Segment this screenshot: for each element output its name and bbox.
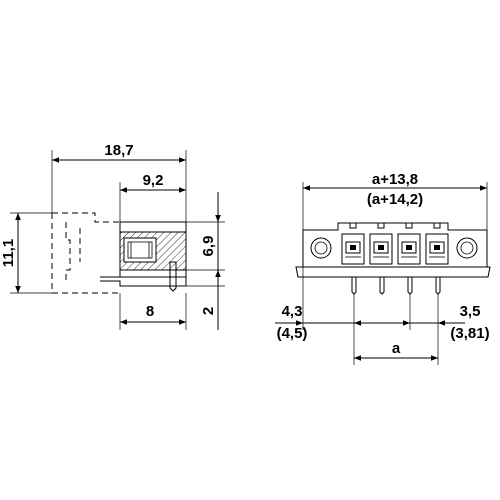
dim-width-total: 18,7 — [104, 142, 133, 159]
contact-4 — [425, 233, 449, 265]
dim-pin-offset: 2 — [200, 307, 217, 315]
dim-left-offset: 4,3 — [282, 303, 303, 320]
dim-right-offset: 3,5 — [460, 303, 481, 320]
dim-height-body: 6,9 — [200, 236, 217, 257]
pin — [169, 261, 177, 292]
contact-3 — [397, 233, 421, 265]
dim-length-a-alt: (a+14,2) — [367, 191, 423, 208]
mounting-hole-left — [310, 237, 332, 259]
front-view: a+13,8 (a+14,2) 4,3 (4,5) 3,5 (3,81) a — [275, 171, 491, 365]
pin-2 — [379, 277, 385, 295]
dim-length-a: a+13,8 — [372, 171, 418, 188]
dim-left-offset-alt: (4,5) — [277, 325, 308, 342]
mounting-hole-right — [456, 237, 478, 259]
dim-right-offset-alt: (3,81) — [450, 325, 489, 342]
dim-depth: 8 — [146, 303, 154, 320]
side-view: 18,7 9,2 11,1 6,9 2 8 — [0, 142, 225, 330]
pin-4 — [435, 277, 441, 295]
connector-housing — [302, 222, 488, 268]
pin-3 — [407, 277, 413, 295]
dim-pitch: a — [392, 340, 401, 357]
pin-1 — [351, 277, 357, 295]
contact-2 — [369, 233, 393, 265]
dim-width-body: 9,2 — [143, 172, 164, 189]
contact-1 — [341, 233, 365, 265]
dim-height-total: 11,1 — [0, 239, 17, 267]
